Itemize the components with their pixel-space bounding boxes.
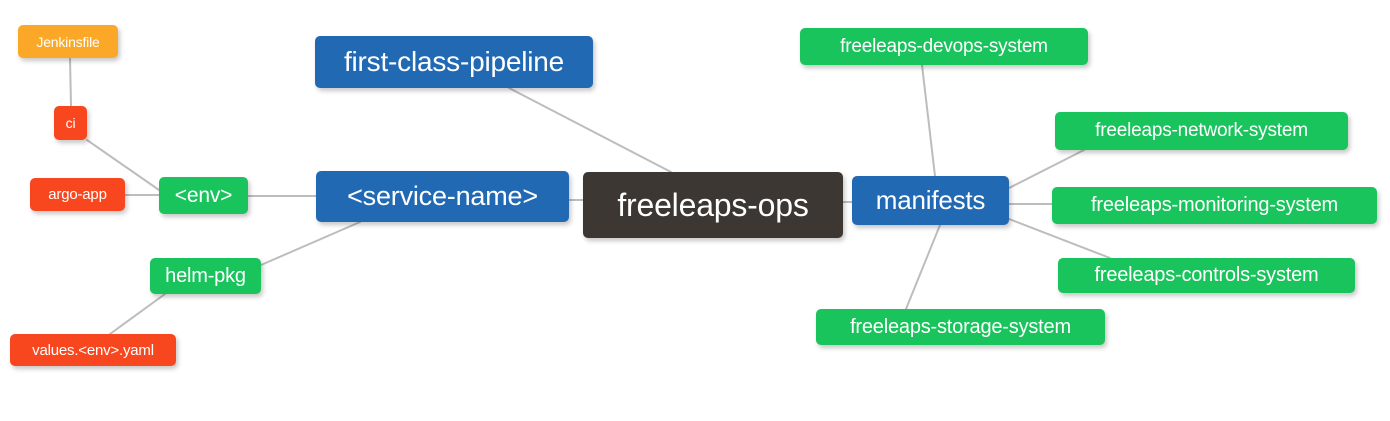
edge-helm-pkg-to-values-yaml	[109, 293, 166, 335]
mindmap-node-env[interactable]: <env>	[159, 177, 248, 214]
mindmap-node-manifests[interactable]: manifests	[852, 176, 1009, 225]
mindmap-node-root[interactable]: freeleaps-ops	[583, 172, 843, 238]
mindmap-node-controls[interactable]: freeleaps-controls-system	[1058, 258, 1355, 293]
mindmap-node-values-yaml[interactable]: values.<env>.yaml	[10, 334, 176, 366]
edge-jenkinsfile-to-ci	[69, 57, 72, 107]
mindmap-node-storage[interactable]: freeleaps-storage-system	[816, 309, 1105, 345]
mindmap-node-service-name[interactable]: <service-name>	[316, 171, 569, 222]
mindmap-node-network[interactable]: freeleaps-network-system	[1055, 112, 1348, 150]
edge-manifests-to-network	[1008, 149, 1085, 189]
edge-pipeline-to-root	[508, 87, 672, 173]
edge-manifests-to-storage	[905, 224, 941, 310]
mindmap-node-ci[interactable]: ci	[54, 106, 87, 140]
mindmap-node-pipeline[interactable]: first-class-pipeline	[315, 36, 593, 88]
mindmap-node-jenkinsfile[interactable]: Jenkinsfile	[18, 25, 118, 58]
edge-manifests-to-controls	[1008, 218, 1111, 259]
mindmap-node-argo-app[interactable]: argo-app	[30, 178, 125, 211]
edge-manifests-to-devops	[921, 64, 936, 177]
mindmap-node-monitoring[interactable]: freeleaps-monitoring-system	[1052, 187, 1377, 224]
mindmap-node-devops[interactable]: freeleaps-devops-system	[800, 28, 1088, 65]
edge-service-name-to-helm-pkg	[260, 221, 361, 266]
mindmap-node-helm-pkg[interactable]: helm-pkg	[150, 258, 261, 294]
